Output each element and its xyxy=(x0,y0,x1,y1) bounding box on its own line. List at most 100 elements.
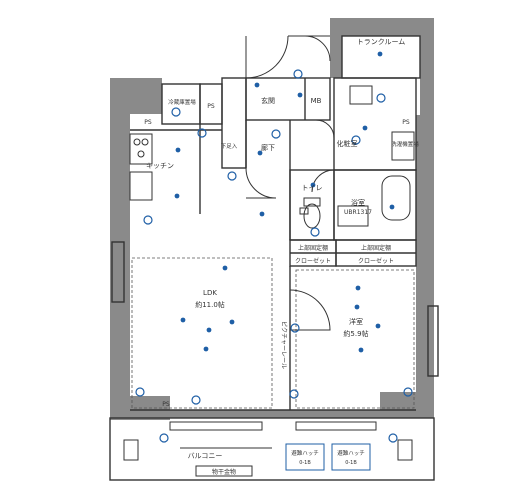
outlet-icon xyxy=(171,107,181,117)
entrance-door-swing xyxy=(245,35,289,79)
bathtub xyxy=(381,175,411,221)
light-icon xyxy=(259,211,265,217)
upper-shelf-left-label: 上部固定棚 xyxy=(298,244,328,252)
ldk-label: LDK xyxy=(203,289,217,297)
western-label: 洋室 xyxy=(349,317,363,326)
ldk-ceiling-zone xyxy=(131,257,273,409)
western-door-swing xyxy=(289,289,331,331)
light-icon xyxy=(175,147,181,153)
light-icon xyxy=(362,125,368,131)
trunk-door-swing xyxy=(304,35,331,62)
left-window xyxy=(111,241,125,303)
shoe-storage-label: 下足入 xyxy=(221,143,238,150)
balcony-label: バルコニー xyxy=(188,452,223,460)
shoe-storage-outline xyxy=(221,77,247,169)
hatch-right-box xyxy=(331,443,371,471)
powder-door-swing xyxy=(315,119,335,139)
ldk-size-label: 約11.0帖 xyxy=(195,300,225,309)
light-icon xyxy=(222,265,228,271)
bath-label: 浴室 xyxy=(351,198,365,207)
sash-left xyxy=(169,421,263,431)
picture-rail-label: ピクチャーレール xyxy=(280,321,287,369)
hatch-left-box xyxy=(285,443,325,471)
toilet-label: トイレ xyxy=(302,184,323,192)
door-swings xyxy=(245,35,335,331)
balcony-drain-left xyxy=(123,439,139,461)
outlet-icon xyxy=(191,395,201,405)
kitchen-label: キッチン xyxy=(146,162,174,170)
outlet-icon xyxy=(197,128,207,138)
balcony-slab-edge xyxy=(110,410,434,418)
ps-left-label: PS xyxy=(144,119,152,126)
hatch-right-label: 避難ハッチ xyxy=(337,449,365,457)
light-icon xyxy=(358,347,364,353)
ps-top-outline xyxy=(199,83,223,125)
genkan-label: 玄関 xyxy=(261,96,275,105)
ps-top-label: PS xyxy=(207,103,215,110)
balcony-outline xyxy=(109,417,435,481)
ps-right-label: PS xyxy=(402,119,410,126)
light-icon xyxy=(206,327,212,333)
upper-shelf-right-label: 上部固定棚 xyxy=(361,244,391,252)
light-icon xyxy=(257,150,263,156)
outlet-icon xyxy=(143,215,153,225)
fixtures xyxy=(129,85,415,229)
hatch-right-size-label: 0-1B xyxy=(345,460,357,466)
toilet-door-swing xyxy=(311,169,335,193)
light-icon xyxy=(310,182,316,188)
top-left-column xyxy=(110,78,162,114)
powder-room-label: 化粧室 xyxy=(337,139,358,148)
closet-left-label: クローゼット xyxy=(295,257,331,265)
light-icon xyxy=(203,346,209,352)
light-icon xyxy=(180,317,186,323)
laundry-hardware-box xyxy=(195,465,253,477)
burner-3 xyxy=(137,150,145,158)
western-ceiling-zone xyxy=(295,269,415,409)
room-labels: トランクルーム 玄関 MB PS PS PS PS 冷蔵庫置場 下足入 廊下 化… xyxy=(144,38,419,476)
burner-2 xyxy=(141,138,149,146)
balcony-details xyxy=(123,421,413,477)
right-outer-wall xyxy=(416,115,434,415)
outlet-icon xyxy=(289,389,299,399)
outlet-icon xyxy=(351,135,361,145)
western-size-label: 約5.9帖 xyxy=(343,329,368,338)
stove xyxy=(129,133,153,165)
bath-size-label: UBR1317 xyxy=(344,209,372,216)
bath-outline xyxy=(333,169,417,241)
kitchen-sink xyxy=(129,171,153,201)
light-icon xyxy=(355,285,361,291)
light-icon xyxy=(354,304,360,310)
washlet xyxy=(299,207,309,215)
ldk-door-swing xyxy=(245,167,277,199)
light-icon xyxy=(389,204,395,210)
trunk-room-left-column xyxy=(330,18,342,78)
vanity-sink xyxy=(349,85,373,105)
hatch-left-size-label: 0-1B xyxy=(299,460,311,466)
light-icon xyxy=(297,92,303,98)
outlet-icon xyxy=(290,323,300,333)
balcony-drain-right xyxy=(397,439,413,461)
washer-label: 洗濯機置場 xyxy=(391,140,419,148)
hatch-left-label: 避難ハッチ xyxy=(291,449,319,457)
trunk-room-top-wall xyxy=(330,18,434,36)
outlet-icon xyxy=(293,69,303,79)
outlet-symbols xyxy=(135,69,413,443)
outlet-icon xyxy=(376,93,386,103)
fridge-label: 冷蔵庫置場 xyxy=(168,98,196,106)
outlet-icon xyxy=(159,433,169,443)
toilet-bowl xyxy=(303,203,321,229)
light-icon xyxy=(174,193,180,199)
ps-bottom-label: PS xyxy=(162,401,170,408)
light-icon xyxy=(377,51,383,57)
left-outer-wall xyxy=(110,78,130,413)
interior-walls xyxy=(109,35,439,481)
hallway-label: 廊下 xyxy=(261,143,275,152)
light-icon xyxy=(254,82,260,88)
outlet-icon xyxy=(388,433,398,443)
outlet-icon xyxy=(310,227,320,237)
trunk-room-label: トランクルーム xyxy=(357,38,406,46)
outlet-icon xyxy=(227,171,237,181)
burner-1 xyxy=(133,138,141,146)
toilet-tank xyxy=(303,197,321,207)
